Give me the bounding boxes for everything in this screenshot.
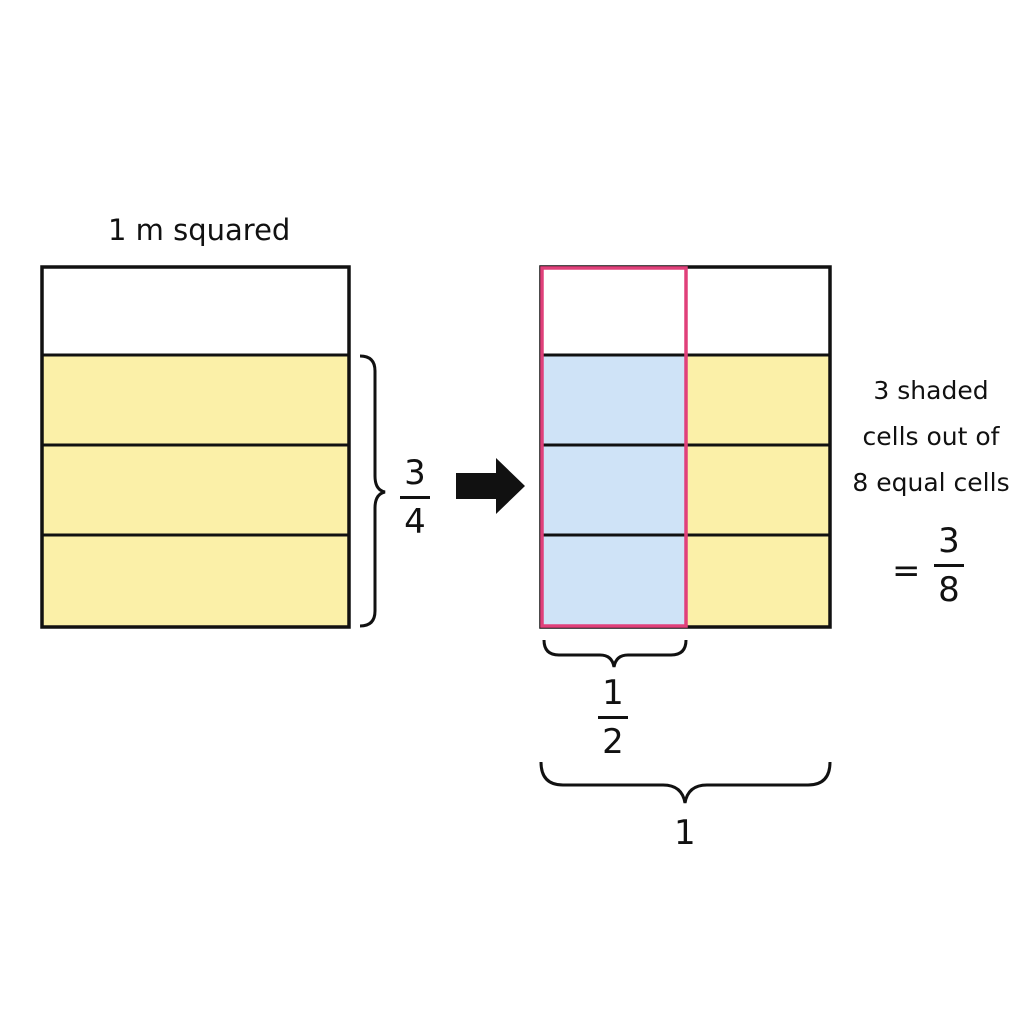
half-column-highlight <box>540 266 688 628</box>
left-row-3 <box>42 445 349 535</box>
diagram-title: 1 m squared <box>108 213 291 247</box>
cell-blue-3 <box>541 535 686 627</box>
right-arrow-icon <box>456 458 525 514</box>
cell-blue-1 <box>541 355 686 445</box>
description-line: 8 equal cells <box>852 468 1010 497</box>
fraction-bar <box>934 564 964 567</box>
left-row-4 <box>42 535 349 627</box>
left-square-outline <box>40 265 351 629</box>
fraction-numerator: 3 <box>404 453 426 493</box>
left-row-2 <box>42 355 349 445</box>
half-brace <box>542 639 688 668</box>
cell-yellow-1 <box>686 355 830 445</box>
fraction-denominator: 8 <box>938 570 960 610</box>
whole-brace <box>539 761 832 804</box>
description-line: 3 shaded <box>873 376 989 405</box>
fraction-denominator: 4 <box>404 502 426 542</box>
fraction-numerator: 3 <box>938 521 960 561</box>
left-row-1 <box>42 267 349 355</box>
left-square <box>40 265 351 629</box>
three-eighths-fraction: 3 8 <box>934 524 964 607</box>
cell-blue-2 <box>541 445 686 535</box>
whole-label: 1 <box>674 813 696 853</box>
fraction-numerator: 1 <box>602 673 624 713</box>
description-line: cells out of <box>862 422 1000 451</box>
cell-yellow-2 <box>686 445 830 535</box>
fraction-bar <box>598 716 628 719</box>
three-quarters-brace <box>359 354 386 628</box>
one-half-fraction: 1 2 <box>598 676 628 759</box>
equals-sign: = <box>892 551 921 591</box>
three-quarters-fraction: 3 4 <box>400 456 430 539</box>
right-square <box>539 265 832 629</box>
fraction-denominator: 2 <box>602 722 624 762</box>
description-text: 3 shaded cells out of 8 equal cells <box>846 368 1016 506</box>
fraction-bar <box>400 496 430 499</box>
cell-yellow-3 <box>686 535 830 627</box>
